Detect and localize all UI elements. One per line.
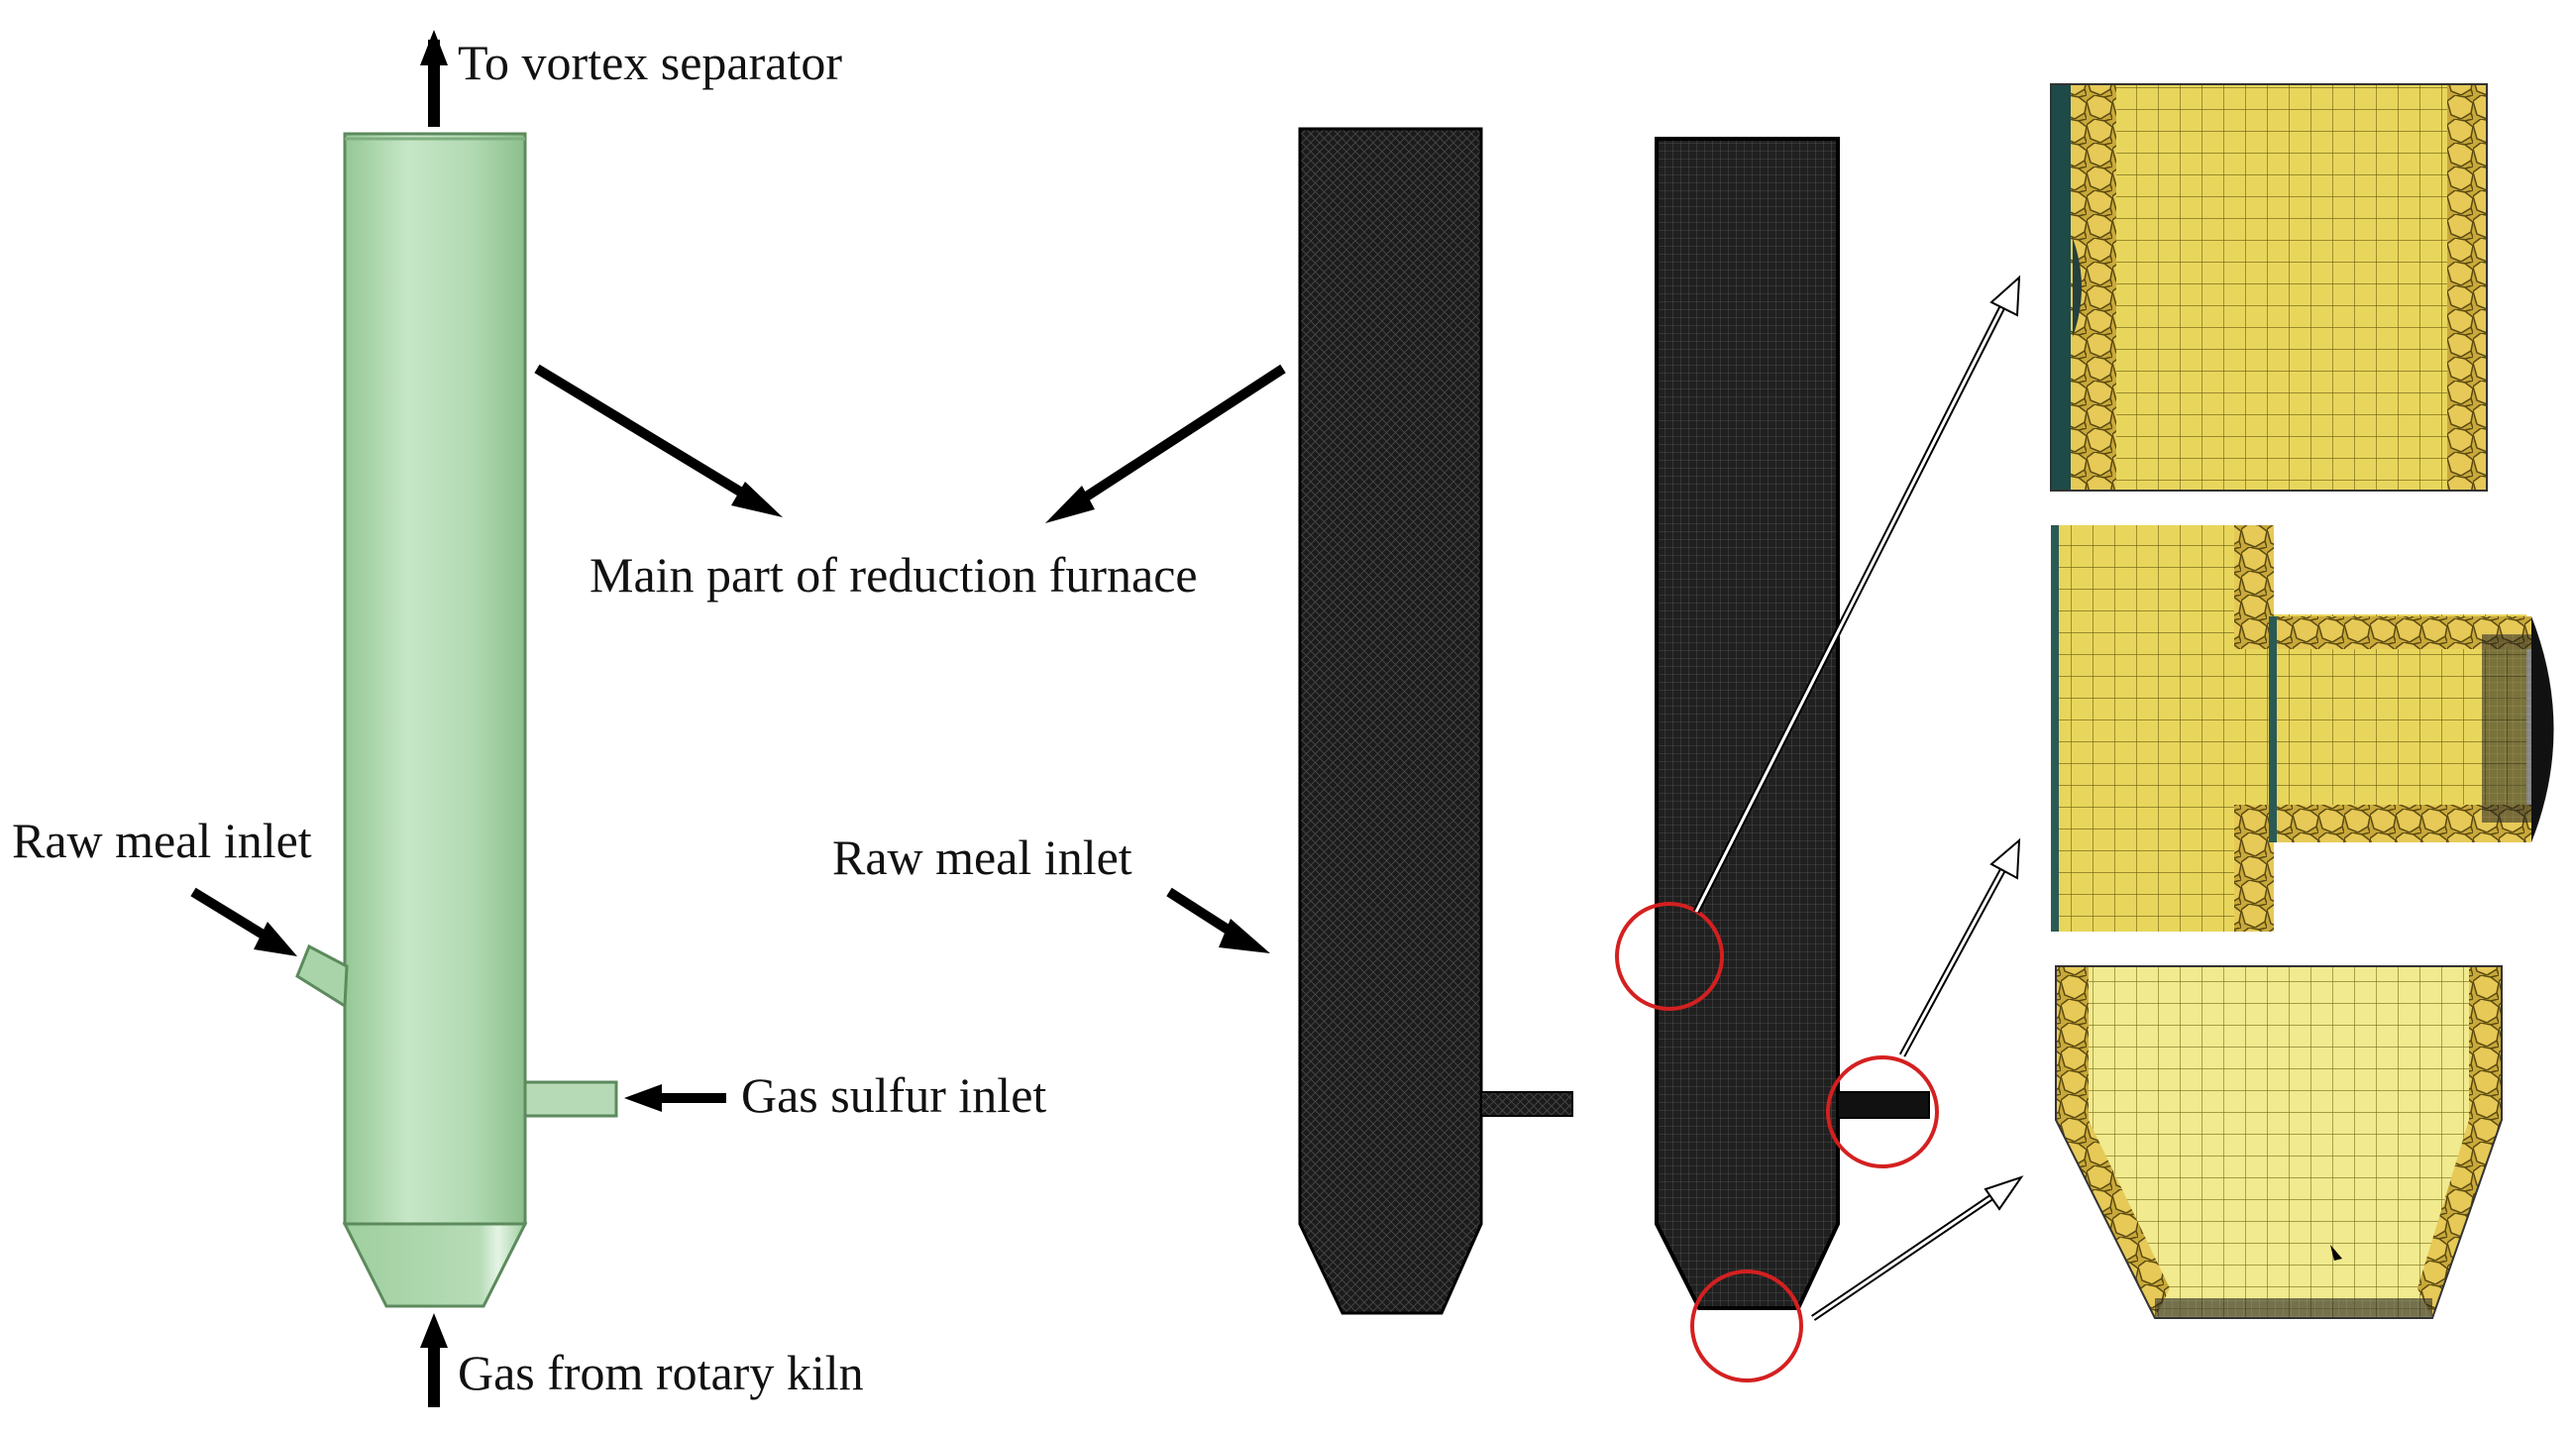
main-part-arrow-left-head (731, 482, 783, 517)
labels: To vortex separator Gas from rotary kiln… (12, 35, 1198, 1400)
surface-mesh-inlet (1480, 1091, 1573, 1117)
zoom-arrow-wall-head (1989, 275, 2021, 317)
model-arrows (190, 30, 1286, 1407)
gas-sulfur-inlet-pipe (523, 1080, 618, 1118)
label-raw-meal-inlet-right: Raw meal inlet (832, 829, 1132, 885)
main-part-arrow-right-head (1045, 486, 1095, 523)
section-mesh-inlet (1837, 1091, 1930, 1119)
cone-highlight-circle (1690, 1269, 1803, 1382)
label-raw-meal-inlet-left: Raw meal inlet (12, 813, 312, 868)
surface-mesh-body (1298, 127, 1483, 1315)
wall-mesh-detail (2050, 83, 2488, 492)
cone-bottom-mesh-detail (2055, 965, 2503, 1319)
label-gas-sulfur-inlet: Gas sulfur inlet (741, 1067, 1046, 1123)
raw-meal-arrow-right-head (1219, 919, 1270, 953)
wall-highlight-circle (1615, 902, 1724, 1011)
main-part-arrow-left (534, 364, 766, 510)
main-part-arrow-right (1062, 364, 1286, 515)
section-mesh-body (1655, 137, 1840, 1310)
raw-meal-inlet-pipe (295, 943, 349, 1009)
inlet-highlight-circle (1826, 1055, 1939, 1168)
section-mesh (1615, 137, 1939, 1382)
furnace-cone (342, 1222, 528, 1308)
label-main-part: Main part of reduction furnace (590, 547, 1198, 603)
outlet-arrow-head (420, 30, 448, 65)
raw-meal-arrow-left-head (254, 922, 297, 956)
zoom-arrow-inlet-head (1989, 837, 2021, 880)
kiln-gas-arrow-head (420, 1313, 448, 1348)
label-gas-from-rotary-kiln: Gas from rotary kiln (458, 1345, 864, 1400)
geometry-model (295, 132, 618, 1308)
gas-sulfur-arrow-head (624, 1084, 662, 1112)
surface-mesh (1298, 127, 1573, 1315)
zoom-arrow-cone-head (1984, 1175, 2024, 1211)
furnace-cylinder (343, 132, 527, 1226)
sulfur-inlet-mesh-detail (2051, 525, 2554, 932)
zoom-arrows (1692, 275, 2024, 1321)
label-to-vortex-separator: To vortex separator (458, 35, 842, 90)
